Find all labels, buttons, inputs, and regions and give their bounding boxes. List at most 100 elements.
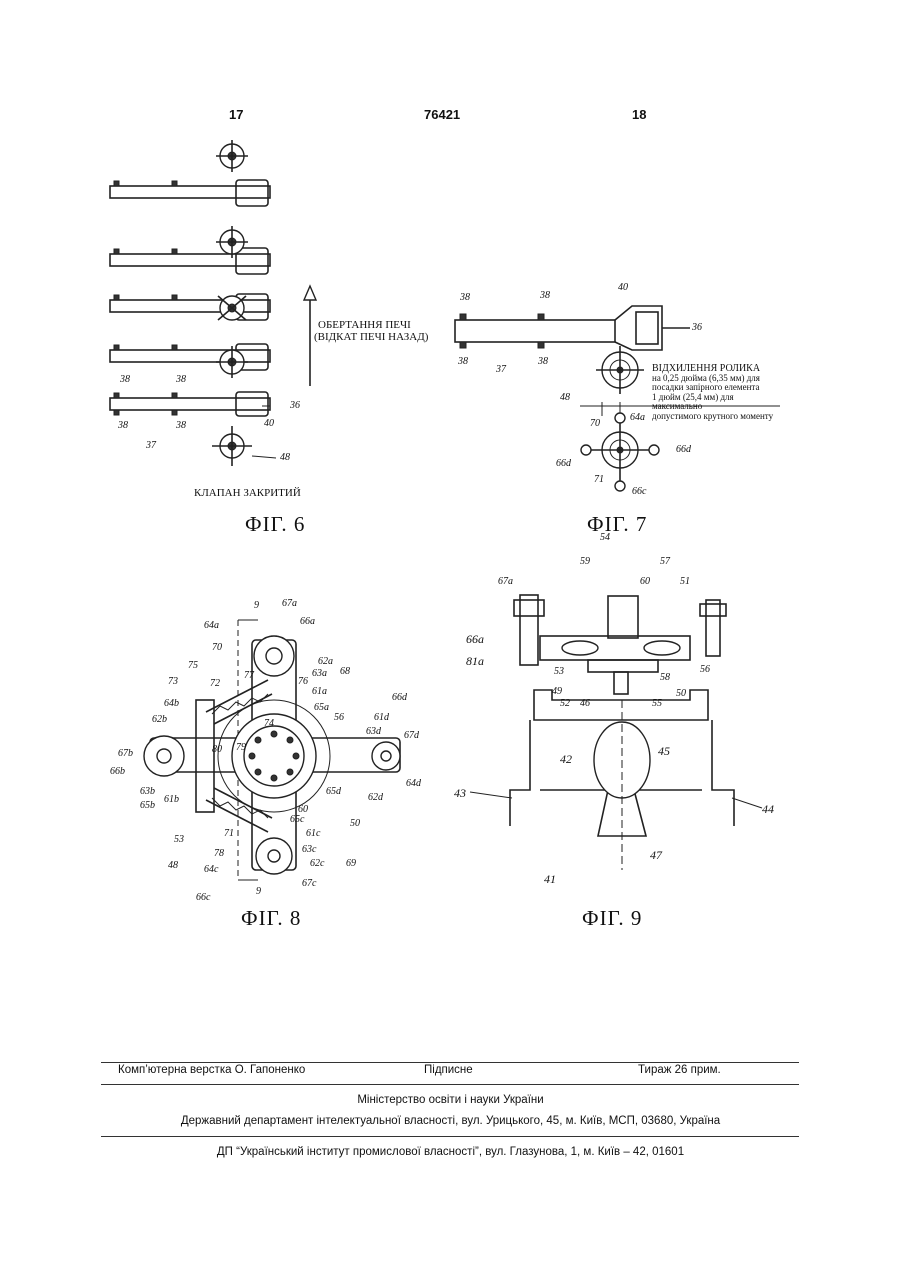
fig9-ref: 66a bbox=[466, 632, 484, 647]
footer-typesetting: Комп’ютерна верстка О. Гапоненко bbox=[118, 1064, 305, 1076]
fig9-ref: 47 bbox=[650, 848, 662, 863]
fig8-ref: 61b bbox=[164, 794, 179, 805]
fig7-deflection-note: ВІДХИЛЕННЯ РОЛИКА на 0,25 дюйма (6,35 мм… bbox=[652, 364, 780, 421]
footer-institute: ДП “Український інститут промислової вла… bbox=[0, 1146, 901, 1158]
fig7-caption: ФІГ. 7 bbox=[587, 512, 647, 537]
fig7-ref: 38 bbox=[458, 356, 468, 367]
fig7-ref: 38 bbox=[538, 356, 548, 367]
fig6-arm-3 bbox=[110, 294, 270, 320]
fig6-ref: 40 bbox=[264, 418, 274, 429]
fig8-ref: 71 bbox=[224, 828, 234, 839]
fig8-ref: 66c bbox=[196, 892, 210, 903]
fig6-ref: 36 bbox=[290, 400, 300, 411]
fig7-ref: 48 bbox=[560, 392, 570, 403]
footer-department: Державний департамент інтелектуальної вл… bbox=[0, 1115, 901, 1127]
fig8-ref: 9 bbox=[254, 600, 259, 611]
fig9-ref: 45 bbox=[658, 744, 670, 759]
footer-signed: Підписне bbox=[424, 1064, 473, 1076]
fig8-ref: 63a bbox=[312, 668, 327, 679]
footer-rule-top bbox=[101, 1062, 799, 1063]
fig8-ref: 79 bbox=[236, 742, 246, 753]
fig8-ref: 67b bbox=[118, 748, 133, 759]
fig8-ref: 65c bbox=[290, 814, 304, 825]
fig8-ref: 70 bbox=[212, 642, 222, 653]
fig6-arm-4 bbox=[110, 344, 270, 378]
fig8-ref: 62b bbox=[152, 714, 167, 725]
fig8-ref: 48 bbox=[168, 860, 178, 871]
fig8-ref: 63c bbox=[302, 844, 316, 855]
fig7-deflection-line: 1 дюйм (25,4 мм) для максимально bbox=[652, 393, 780, 412]
fig8-ref: 64c bbox=[204, 864, 218, 875]
fig9-ref: 57 bbox=[660, 556, 670, 567]
fig8-ref: 50 bbox=[350, 818, 360, 829]
fig6-ref: 38 bbox=[176, 420, 186, 431]
fig7-ref: 38 bbox=[540, 290, 550, 301]
footer-rule-bottom bbox=[101, 1136, 799, 1137]
fig9-ref: 55 bbox=[652, 698, 662, 709]
fig8-ref: 75 bbox=[188, 660, 198, 671]
fig8-ref: 67d bbox=[404, 730, 419, 741]
footer-circulation: Тираж 26 прим. bbox=[638, 1064, 721, 1076]
fig8-ref: 61a bbox=[312, 686, 327, 697]
fig8-ref: 76 bbox=[298, 676, 308, 687]
fig9-ref: 50 bbox=[676, 688, 686, 699]
fig8-ref: 63d bbox=[366, 726, 381, 737]
fig8-ref: 66b bbox=[110, 766, 125, 777]
fig9-ref: 54 bbox=[600, 532, 610, 543]
fig9-ref: 58 bbox=[660, 672, 670, 683]
fig9-ref: 59 bbox=[580, 556, 590, 567]
fig6-ref: 38 bbox=[120, 374, 130, 385]
fig9-ref: 49 bbox=[552, 686, 562, 697]
fig8-ref: 72 bbox=[210, 678, 220, 689]
fig9-drawing bbox=[470, 595, 762, 870]
fig8-ref: 73 bbox=[168, 676, 178, 687]
fig9-ref: 44 bbox=[762, 802, 774, 817]
fig8-ref: 66d bbox=[392, 692, 407, 703]
fig6-arm-5 bbox=[110, 392, 270, 466]
fig6-caption: ФІГ. 6 bbox=[245, 512, 305, 537]
fig8-ref: 66a bbox=[300, 616, 315, 627]
fig7-ref: 70 bbox=[590, 418, 600, 429]
fig8-ref: 53 bbox=[174, 834, 184, 845]
fig7-ref: 38 bbox=[460, 292, 470, 303]
fig6-ref: 37 bbox=[146, 440, 156, 451]
fig9-ref: 42 bbox=[560, 752, 572, 767]
fig9-ref: 60 bbox=[640, 576, 650, 587]
fig8-ref: 56 bbox=[334, 712, 344, 723]
fig9-ref: 46 bbox=[580, 698, 590, 709]
fig6-ref: 38 bbox=[176, 374, 186, 385]
fig6-valve-label: КЛАПАН ЗАКРИТИЙ bbox=[194, 488, 301, 499]
fig8-ref: 61d bbox=[374, 712, 389, 723]
footer-ministry: Міністерство освіти і науки України bbox=[0, 1094, 901, 1106]
fig8-caption: ФІГ. 8 bbox=[241, 906, 301, 931]
fig8-ref: 80 bbox=[212, 744, 222, 755]
fig8-ref: 74 bbox=[264, 718, 274, 729]
footer-rule-middle bbox=[101, 1084, 799, 1085]
fig9-ref: 43 bbox=[454, 786, 466, 801]
fig7-deflection-line: допустимого крутного моменту bbox=[652, 412, 780, 422]
fig8-ref: 64d bbox=[406, 778, 421, 789]
fig8-ref: 64b bbox=[164, 698, 179, 709]
fig8-ref: 64a bbox=[204, 620, 219, 631]
fig6-ref: 38 bbox=[118, 420, 128, 431]
fig6-ref: 48 bbox=[280, 452, 290, 463]
fig8-ref: 61c bbox=[306, 828, 320, 839]
fig9-ref: 56 bbox=[700, 664, 710, 675]
fig8-ref: 9 bbox=[256, 886, 261, 897]
fig7-ref: 37 bbox=[496, 364, 506, 375]
fig8-ref: 62c bbox=[310, 858, 324, 869]
fig8-ref: 67a bbox=[282, 598, 297, 609]
fig9-caption: ФІГ. 9 bbox=[582, 906, 642, 931]
fig8-ref: 62a bbox=[318, 656, 333, 667]
fig8-ref: 77 bbox=[244, 670, 254, 681]
fig9-ref: 41 bbox=[544, 872, 556, 887]
fig7-ref: 36 bbox=[692, 322, 702, 333]
fig8-ref: 65b bbox=[140, 800, 155, 811]
fig8-ref: 78 bbox=[214, 848, 224, 859]
fig7-ref: 40 bbox=[618, 282, 628, 293]
fig8-ref: 65d bbox=[326, 786, 341, 797]
fig8-ref: 68 bbox=[340, 666, 350, 677]
fig7-ref: 66d bbox=[556, 458, 571, 469]
fig9-ref: 81a bbox=[466, 654, 484, 669]
